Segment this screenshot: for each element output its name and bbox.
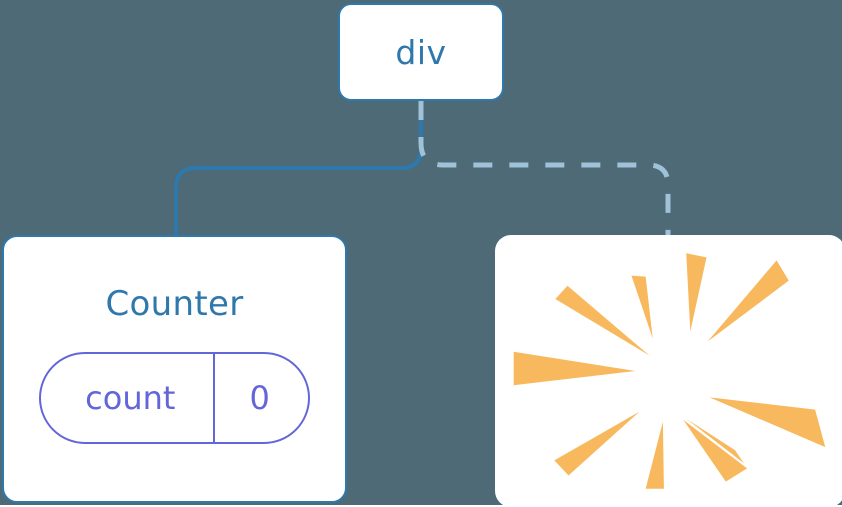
node-sparkle[interactable] [495,235,842,507]
ray-sse [683,419,748,482]
ray-e [709,397,826,448]
ray-n [686,253,707,332]
ray-nw [555,285,650,356]
node-div-title: div [395,32,447,72]
sparkle-burst-icon [513,253,826,489]
edge-div-to-sparkle [418,101,671,238]
ray-s [645,421,664,489]
node-counter[interactable]: Counter count 0 [2,235,347,503]
ray-ne [707,260,789,342]
ray-w [513,351,636,386]
ray-wsw [554,411,640,476]
node-counter-title: Counter [105,284,244,324]
node-div[interactable]: div [338,3,504,101]
state-key: count [85,379,176,417]
ray-nnw [631,275,653,339]
state-capsule[interactable]: count 0 [39,352,310,444]
edge-div-to-counter [174,99,423,239]
state-value: 0 [213,354,307,442]
